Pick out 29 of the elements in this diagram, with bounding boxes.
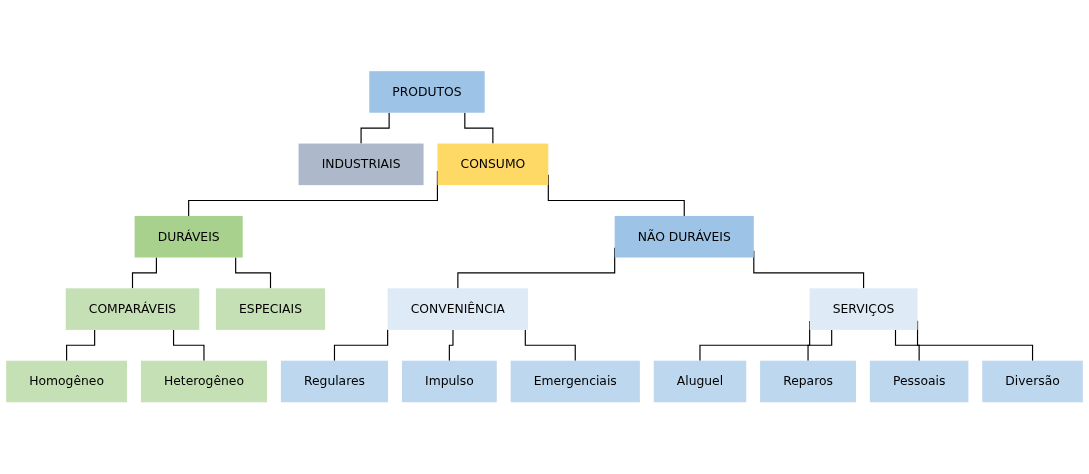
- node-box: ESPECIAIS: [215, 288, 326, 331]
- node-box: DURÁVEIS: [134, 216, 243, 258]
- connector: [807, 329, 833, 362]
- connector: [524, 329, 576, 362]
- connector: [464, 112, 494, 145]
- connector: [172, 329, 205, 362]
- node-box: Pessoais: [869, 361, 969, 403]
- node-box: NÃO DURÁVEIS: [614, 216, 754, 258]
- node-box: CONVENIÊNCIA: [387, 288, 529, 331]
- connector: [333, 329, 389, 362]
- connector: [894, 329, 920, 362]
- connector: [131, 257, 157, 290]
- node-box: Heterogêneo: [140, 361, 267, 403]
- node-box: Reparos: [760, 361, 856, 403]
- node-box: Diversão: [982, 361, 1083, 403]
- connector: [360, 112, 390, 145]
- node-box: Regulares: [280, 361, 389, 403]
- node-box: Homogêneo: [6, 361, 128, 403]
- node-box: INDUSTRIAIS: [298, 143, 424, 186]
- node-box: CONSUMO: [437, 143, 549, 186]
- connector: [66, 329, 96, 362]
- connector: [448, 329, 454, 362]
- node-box: COMPARÁVEIS: [65, 288, 200, 331]
- node-box: PRODUTOS: [369, 71, 485, 113]
- node-box: Aluguel: [653, 361, 747, 403]
- node-box: Impulso: [401, 361, 497, 403]
- connector: [235, 257, 272, 290]
- node-box: Emergenciais: [510, 361, 640, 403]
- node-box: SERVIÇOS: [809, 288, 918, 331]
